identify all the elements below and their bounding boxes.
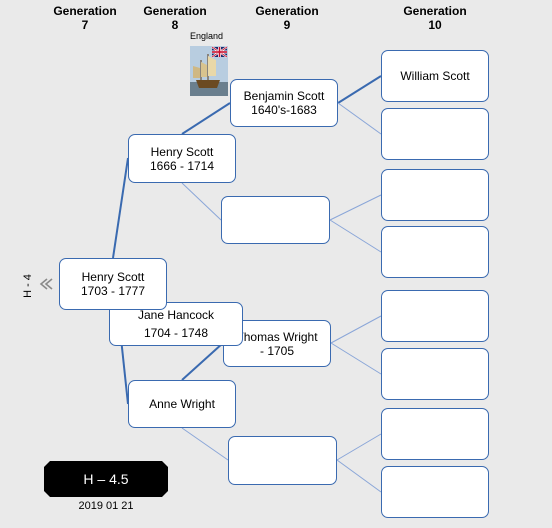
person-empty-slot[interactable] (381, 466, 489, 518)
connector-henry1703-henry1666 (112, 157, 129, 259)
person-empty-slot[interactable] (381, 108, 489, 160)
connector-benjamin-g10-2 (337, 102, 382, 135)
generation-8-header: Generation 8 (143, 4, 207, 32)
person-name: Henry Scott (150, 144, 214, 159)
person-empty-slot[interactable] (381, 226, 489, 278)
person-jane-hancock[interactable]: Jane Hancock 1704 - 1748 (109, 302, 243, 346)
person-empty-slot[interactable] (381, 290, 489, 342)
generation-10-header: Generation 10 (403, 4, 467, 32)
england-label: England (190, 31, 224, 41)
person-dates: 1640's-1683 (251, 103, 317, 117)
person-empty-slot[interactable] (228, 436, 337, 485)
ship-flag-icon (190, 46, 228, 96)
person-name: Thomas Wright (236, 329, 318, 344)
generation-7-header: Generation 7 (53, 4, 117, 32)
connector-empty9a-g10-4 (329, 219, 382, 253)
double-chevron-left-icon[interactable] (38, 276, 54, 292)
chart-code-plate: H – 4.5 (44, 461, 168, 497)
person-name: Anne Wright (149, 397, 215, 411)
person-name: Benjamin Scott (243, 89, 325, 103)
connector-empty9b-g10-7 (336, 433, 382, 461)
person-henry-scott-1703[interactable]: Henry Scott 1703 - 1777 (59, 258, 167, 310)
person-empty-slot[interactable] (221, 196, 330, 244)
person-empty-slot[interactable] (381, 408, 489, 460)
chart-side-label: H - 4 (22, 274, 34, 298)
person-benjamin-scott[interactable]: Benjamin Scott 1640's-1683 (230, 79, 338, 127)
connector-thomas-g10-6 (330, 342, 382, 375)
person-anne-wright[interactable]: Anne Wright (128, 380, 236, 428)
person-name: William Scott (400, 69, 470, 83)
person-empty-slot[interactable] (381, 169, 489, 221)
person-dates: - 1705 (259, 343, 295, 358)
person-henry-scott-1666[interactable]: Henry Scott 1666 - 1714 (128, 134, 236, 183)
connector-henry1666-empty9a (181, 182, 222, 221)
person-empty-slot[interactable] (381, 348, 489, 400)
person-name: Jane Hancock (137, 308, 215, 322)
connector-empty9b-g10-8 (336, 459, 382, 493)
person-dates: 1703 - 1777 (80, 284, 146, 298)
person-william-scott[interactable]: William Scott (381, 50, 489, 102)
connector-benjamin-william (337, 75, 382, 104)
connector-anne-thomas (181, 342, 224, 381)
connector-anne-empty9b (181, 427, 229, 461)
connector-empty9a-g10-3 (329, 194, 382, 221)
person-dates: 1666 - 1714 (149, 158, 215, 173)
generation-9-header: Generation 9 (255, 4, 319, 32)
connector-henry1666-benjamin (181, 102, 231, 135)
person-dates: 1704 - 1748 (143, 326, 209, 340)
chart-date: 2019 01 21 (78, 500, 134, 512)
person-name: Henry Scott (81, 270, 145, 284)
connector-thomas-g10-5 (330, 315, 382, 344)
